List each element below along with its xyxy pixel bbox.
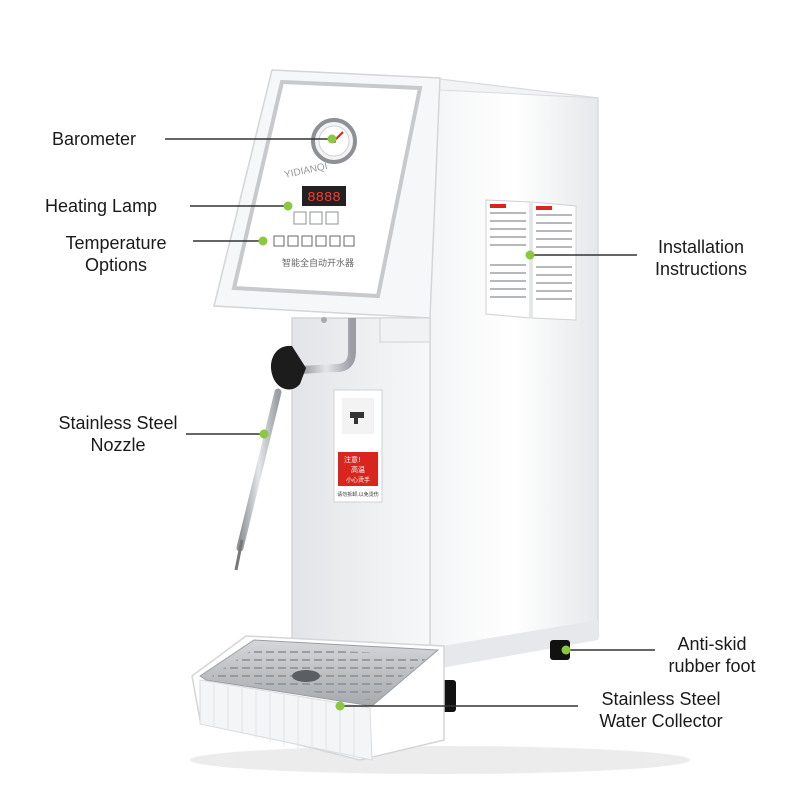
temperature-options-dot [258, 236, 268, 246]
callout-anti-skid-rubber-foot: Anti-skid rubber foot [650, 633, 774, 677]
callout-temperature-options: Temperature Options [48, 232, 184, 276]
foot-dot [561, 645, 571, 655]
callout-barometer-text: Barometer [52, 129, 137, 149]
callout-nozzle-line2: Nozzle [90, 435, 146, 455]
water-collector [191, 635, 445, 761]
callout-temperature-options-line1: Temperature [65, 233, 167, 253]
callout-installation-instructions: Installation Instructions [638, 236, 764, 280]
callout-heating-lamp-text: Heating Lamp [45, 196, 158, 216]
callout-foot-line1: Anti-skid [677, 634, 747, 654]
svg-text:高温: 高温 [351, 465, 365, 474]
panel-caption: 智能全自动开水器 [282, 257, 354, 269]
svg-text:注意!: 注意! [344, 455, 361, 464]
side-bracket [379, 317, 431, 343]
body-base-rail [430, 620, 598, 670]
svg-text:请勿拆卸,以免烫伤: 请勿拆卸,以免烫伤 [337, 491, 379, 498]
steam-nozzle [234, 318, 356, 571]
callout-installation-line2: Instructions [654, 259, 748, 279]
display-digits: 8888 [307, 190, 341, 206]
rubber-foot [550, 640, 570, 660]
callout-nozzle-line1: Stainless Steel [58, 413, 178, 433]
barometer-dot [327, 134, 337, 144]
heating-lamp-dot [283, 201, 293, 211]
svg-text:小心烫手: 小心烫手 [346, 476, 370, 484]
callout-stainless-steel-nozzle: Stainless Steel Nozzle [44, 412, 192, 456]
steam-knob [270, 345, 306, 390]
bolt [321, 317, 327, 323]
body-side-panel [429, 77, 599, 669]
callout-lines [165, 138, 655, 707]
temperature-buttons [273, 235, 355, 247]
callout-temperature-options-line2: Options [84, 255, 148, 275]
warning-sticker: 注意! 高温 小心烫手 请勿拆卸,以免烫伤 [333, 389, 383, 503]
callout-dots [258, 134, 571, 711]
top-buttons [293, 211, 339, 225]
installation-dot [525, 250, 535, 260]
callout-stainless-steel-water-collector: Stainless Steel Water Collector [578, 688, 744, 732]
callout-barometer: Barometer [52, 128, 136, 150]
floor-shadow [190, 746, 690, 774]
callout-heating-lamp: Heating Lamp [45, 195, 157, 217]
callout-collector-line2: Water Collector [599, 711, 723, 731]
led-display: 8888 [302, 186, 346, 206]
callout-installation-line1: Installation [657, 237, 745, 257]
callout-foot-line2: rubber foot [668, 656, 756, 676]
collector-dot [335, 701, 345, 711]
instruction-stickers [485, 199, 577, 321]
nozzle-dot [259, 429, 269, 439]
callout-collector-line1: Stainless Steel [601, 689, 721, 709]
